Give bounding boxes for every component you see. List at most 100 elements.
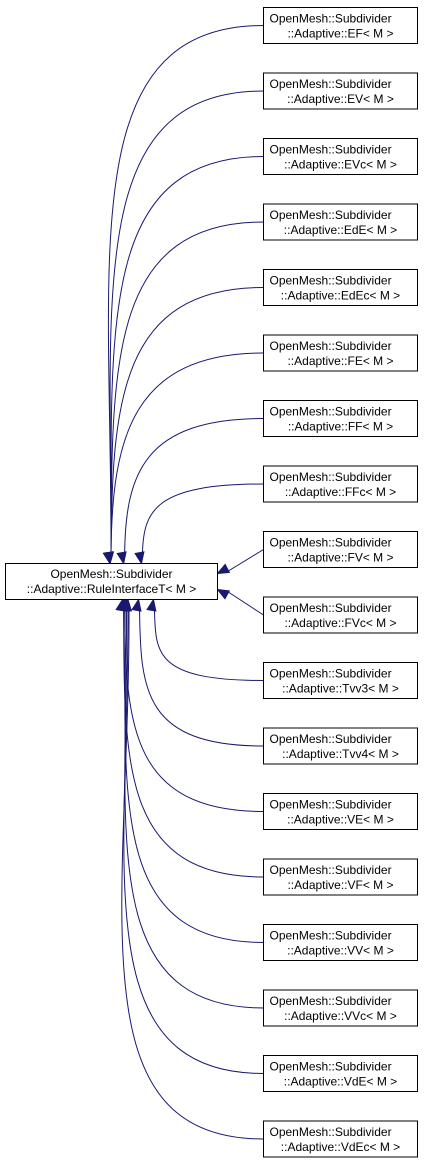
inheritance-edge-vvm <box>124 609 264 943</box>
base-class-node[interactable]: OpenMesh::Subdivider ::Adaptive::RuleInt… <box>5 563 218 600</box>
derived-class-box <box>263 269 418 306</box>
derived-class-box <box>263 596 418 634</box>
derived-class-box <box>263 400 418 437</box>
inheritance-edge-edem <box>110 221 264 554</box>
inheritance-edge-tvv3m <box>153 609 264 681</box>
inheritance-edge-evcm <box>110 156 264 554</box>
inheritance-edge-vvcm <box>124 609 264 1009</box>
derived-class-label-line2: ::Adaptive::VdEc< M > <box>281 1140 400 1154</box>
derived-class-node-efm[interactable]: OpenMesh::Subdivider::Adaptive::EF< M > <box>263 7 418 44</box>
derived-class-label-line1: OpenMesh::Subdivider <box>270 1060 392 1074</box>
derived-class-node-edecm[interactable]: OpenMesh::Subdivider::Adaptive::EdEc< M … <box>263 269 418 306</box>
derived-class-label-line1: OpenMesh::Subdivider <box>270 732 392 746</box>
derived-class-label-line1: OpenMesh::Subdivider <box>270 405 392 419</box>
derived-class-label-line1: OpenMesh::Subdivider <box>270 994 392 1008</box>
derived-class-node-vvm[interactable]: OpenMesh::Subdivider::Adaptive::VV< M > <box>263 924 418 961</box>
derived-class-label-line2: ::Adaptive::EVc< M > <box>284 158 397 172</box>
derived-class-box <box>263 465 418 503</box>
inheritance-edge-fvm <box>227 549 264 572</box>
derived-class-label-line1: OpenMesh::Subdivider <box>270 274 392 288</box>
derived-class-node-fem[interactable]: OpenMesh::Subdivider::Adaptive::FE< M > <box>263 334 418 372</box>
derived-class-box <box>263 531 418 568</box>
derived-class-node-tvv3m[interactable]: OpenMesh::Subdivider::Adaptive::Tvv3< M … <box>263 662 418 699</box>
arrowhead-ffcm <box>134 551 145 565</box>
derived-class-box <box>263 989 418 1027</box>
derived-class-node-fvm[interactable]: OpenMesh::Subdivider::Adaptive::FV< M > <box>263 531 418 568</box>
derived-class-label-line1: OpenMesh::Subdivider <box>270 536 392 550</box>
derived-class-label-line1: OpenMesh::Subdivider <box>270 143 392 157</box>
derived-class-label-line1: OpenMesh::Subdivider <box>270 339 392 353</box>
inheritance-edges <box>102 25 264 1140</box>
derived-class-node-ffcm[interactable]: OpenMesh::Subdivider::Adaptive::FFc< M > <box>263 465 418 503</box>
inheritance-edge-vdecm <box>121 609 264 1140</box>
derived-class-label-line2: ::Adaptive::VV< M > <box>287 944 394 958</box>
derived-class-label-line1: OpenMesh::Subdivider <box>270 208 392 222</box>
derived-class-node-vem[interactable]: OpenMesh::Subdivider::Adaptive::VE< M > <box>263 793 418 830</box>
base-class-label-line1: OpenMesh::Subdivider <box>50 567 172 581</box>
derived-class-label-line1: OpenMesh::Subdivider <box>270 1125 392 1139</box>
derived-class-label-line2: ::Adaptive::EF< M > <box>287 27 393 41</box>
arrowhead-fvcm <box>216 588 231 600</box>
derived-class-label-line2: ::Adaptive::Tvv3< M > <box>282 682 399 696</box>
derived-class-node-vfm[interactable]: OpenMesh::Subdivider::Adaptive::VF< M > <box>263 858 418 896</box>
derived-class-label-line2: ::Adaptive::VE< M > <box>287 813 394 827</box>
derived-class-label-line2: ::Adaptive::FVc< M > <box>284 616 396 630</box>
inheritance-edge-fvcm <box>227 591 264 616</box>
derived-class-box <box>263 72 418 110</box>
derived-class-box <box>263 138 418 175</box>
derived-class-label-line2: ::Adaptive::EdEc< M > <box>281 289 400 303</box>
arrowhead-ffm <box>116 551 127 565</box>
derived-class-node-vdecm[interactable]: OpenMesh::Subdivider::Adaptive::VdEc< M … <box>263 1120 418 1158</box>
derived-class-label-line2: ::Adaptive::VdE< M > <box>284 1075 397 1089</box>
inheritance-edge-ffm <box>124 418 264 554</box>
derived-class-label-line1: OpenMesh::Subdivider <box>270 863 392 877</box>
inheritance-edge-vdem <box>123 609 264 1074</box>
derived-class-label-line1: OpenMesh::Subdivider <box>270 77 392 91</box>
derived-class-box <box>263 924 418 961</box>
arrowhead-tvv4m <box>131 598 142 612</box>
inheritance-edge-tvv4m <box>139 609 264 747</box>
derived-class-box <box>263 793 418 830</box>
derived-class-label-line1: OpenMesh::Subdivider <box>270 667 392 681</box>
base-class-box <box>5 563 218 600</box>
derived-class-label-line2: ::Adaptive::VVc< M > <box>284 1009 397 1023</box>
derived-class-box <box>263 7 418 44</box>
derived-class-label-line2: ::Adaptive::FV< M > <box>287 551 393 565</box>
derived-class-box <box>263 858 418 896</box>
derived-class-label-line2: ::Adaptive::VF< M > <box>287 878 393 892</box>
derived-class-node-ffm[interactable]: OpenMesh::Subdivider::Adaptive::FF< M > <box>263 400 418 437</box>
derived-class-label-line1: OpenMesh::Subdivider <box>270 798 392 812</box>
derived-class-node-fvcm[interactable]: OpenMesh::Subdivider::Adaptive::FVc< M > <box>263 596 418 634</box>
inheritance-edge-vfm <box>123 609 264 878</box>
derived-class-label-line2: ::Adaptive::Tvv4< M > <box>282 747 399 761</box>
derived-class-label-line2: ::Adaptive::FF< M > <box>288 420 393 434</box>
derived-class-label-line1: OpenMesh::Subdivider <box>270 12 392 26</box>
arrowhead-vdecm <box>121 598 133 612</box>
derived-class-label-line2: ::Adaptive::FE< M > <box>287 354 393 368</box>
derived-class-node-evm[interactable]: OpenMesh::Subdivider::Adaptive::EV< M > <box>263 72 418 110</box>
derived-class-node-edem[interactable]: OpenMesh::Subdivider::Adaptive::EdE< M > <box>263 203 418 241</box>
inheritance-edge-fem <box>110 352 264 554</box>
inheritance-edge-evm <box>109 90 264 554</box>
derived-class-box <box>263 727 418 765</box>
arrowhead-tvv3m <box>146 598 157 612</box>
base-class-label-line2: ::Adaptive::RuleInterfaceT< M > <box>27 582 196 596</box>
derived-class-nodes: OpenMesh::Subdivider::Adaptive::EF< M >O… <box>263 7 418 1158</box>
derived-class-node-evcm[interactable]: OpenMesh::Subdivider::Adaptive::EVc< M > <box>263 138 418 175</box>
inheritance-edge-ffcm <box>141 483 264 554</box>
inheritance-edge-efm <box>107 25 264 554</box>
derived-class-node-vvcm[interactable]: OpenMesh::Subdivider::Adaptive::VVc< M > <box>263 989 418 1027</box>
derived-class-box <box>263 334 418 372</box>
derived-class-box <box>263 1120 418 1158</box>
derived-class-node-vdem[interactable]: OpenMesh::Subdivider::Adaptive::VdE< M > <box>263 1055 418 1092</box>
derived-class-label-line1: OpenMesh::Subdivider <box>270 470 392 484</box>
arrowhead-fvm <box>216 563 231 575</box>
derived-class-box <box>263 662 418 699</box>
derived-class-label-line2: ::Adaptive::EV< M > <box>287 92 394 106</box>
derived-class-box <box>263 203 418 241</box>
derived-class-box <box>263 1055 418 1092</box>
derived-class-node-tvv4m[interactable]: OpenMesh::Subdivider::Adaptive::Tvv4< M … <box>263 727 418 765</box>
derived-class-label-line1: OpenMesh::Subdivider <box>270 929 392 943</box>
derived-class-label-line2: ::Adaptive::FFc< M > <box>285 485 396 499</box>
